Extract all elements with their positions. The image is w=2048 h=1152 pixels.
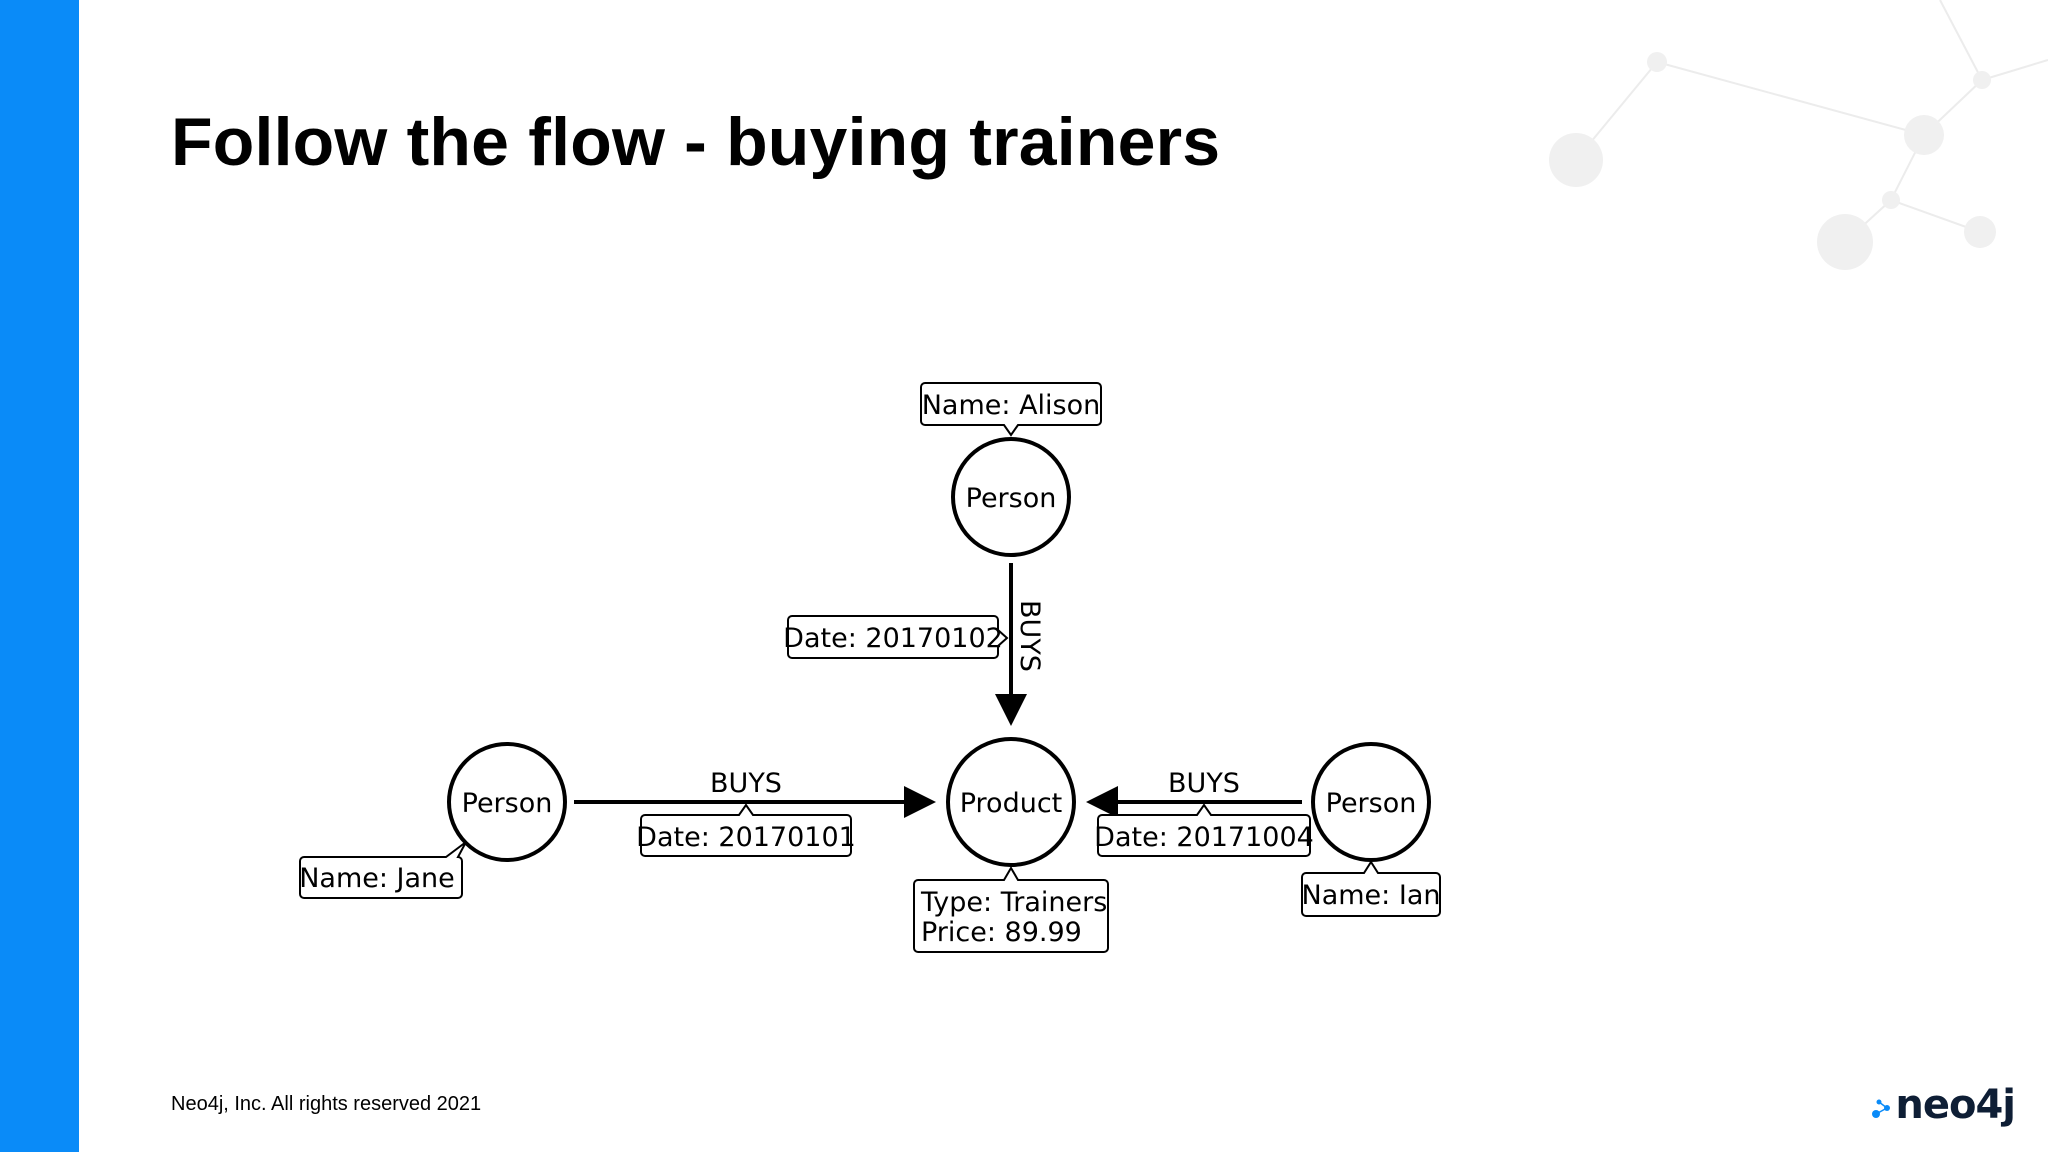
person-node-jane-label: Person xyxy=(462,788,553,819)
product-properties-box: Type: Trainers Price: 89.99 xyxy=(913,866,1109,953)
jane-name-label: Name: Jane xyxy=(299,863,455,894)
jane-date-box: Date: 20170101 xyxy=(636,803,856,857)
product-node-label: Product xyxy=(960,788,1063,819)
relationship-ian-buys: BUYS xyxy=(1086,768,1302,818)
ian-name-label: Name: Ian xyxy=(1302,880,1441,911)
alison-date-box: Date: 20170102 xyxy=(783,615,1009,659)
ian-name-box: Name: Ian xyxy=(1301,860,1441,917)
neo4j-dots-icon xyxy=(1872,1099,1891,1118)
person-node-alison: Person xyxy=(951,437,1071,557)
ian-date-label: Date: 20171004 xyxy=(1094,822,1314,853)
person-node-alison-label: Person xyxy=(966,483,1057,514)
alison-name-box: Name: Alison xyxy=(920,382,1102,437)
jane-date-label: Date: 20170101 xyxy=(636,822,856,853)
network-decoration xyxy=(1549,0,2048,270)
relationship-ian-type: BUYS xyxy=(1168,768,1240,799)
accent-bar xyxy=(0,0,79,1152)
relationship-alison-type: BUYS xyxy=(1014,600,1045,672)
person-node-ian-label: Person xyxy=(1326,788,1417,819)
neo4j-logo-text: neo4j xyxy=(1895,1082,2016,1128)
person-node-ian: Person xyxy=(1311,742,1431,862)
relationship-jane-buys: BUYS xyxy=(574,768,936,818)
relationship-alison-buys: BUYS xyxy=(995,563,1045,726)
neo4j-logo: neo4j xyxy=(1871,1082,2016,1128)
slide-title: Follow the flow - buying trainers xyxy=(171,104,1221,180)
ian-date-box: Date: 20171004 xyxy=(1094,803,1314,857)
relationship-jane-type: BUYS xyxy=(710,768,782,799)
jane-name-box: Name: Jane xyxy=(299,841,467,899)
alison-name-label: Name: Alison xyxy=(922,390,1101,421)
product-price-label: Price: 89.99 xyxy=(921,917,1082,948)
copyright-footer: Neo4j, Inc. All rights reserved 2021 xyxy=(171,1093,482,1115)
product-node: Product xyxy=(946,737,1076,867)
alison-date-label: Date: 20170102 xyxy=(783,623,1003,654)
product-type-label: Type: Trainers xyxy=(920,887,1107,918)
person-node-jane: Person xyxy=(447,742,567,862)
